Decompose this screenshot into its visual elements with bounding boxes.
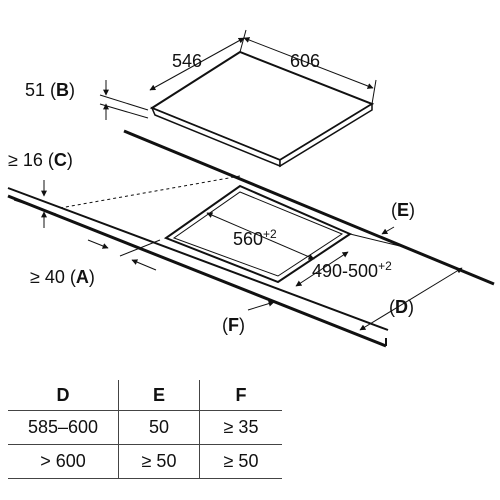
- table-cell-e: 50: [118, 410, 200, 445]
- cutout-width-value: 560: [233, 229, 263, 249]
- paren-open: (: [389, 297, 395, 317]
- label-c-group: ≥ 16(C): [8, 150, 73, 170]
- cutout-depth-label: 490-500+2: [312, 259, 392, 281]
- paren-open: (: [70, 267, 76, 287]
- paren-close: ): [89, 267, 95, 287]
- paren-open: (: [50, 80, 56, 100]
- dimension-table: D E F 585–600 50 ≥ 35 > 600 ≥ 50 ≥ 50: [8, 380, 282, 479]
- label-a-group: ≥ 40(A): [30, 267, 95, 287]
- paren-open: (: [48, 150, 54, 170]
- hob-depth-label: 546: [172, 51, 202, 71]
- table-cell-d: > 600: [8, 444, 119, 479]
- worktop: [7, 129, 495, 348]
- installation-diagram: 546 606 51(B) ≥ 16(C) ≥ 40(A) 560+2 490-…: [7, 29, 495, 348]
- table-cell-d: 585–600: [8, 410, 119, 445]
- table-cell-e: ≥ 50: [118, 444, 200, 479]
- label-c: C: [54, 150, 67, 170]
- label-d: D: [395, 297, 408, 317]
- label-e: E: [397, 200, 409, 220]
- table-header-e: E: [118, 380, 200, 411]
- paren-close: ): [409, 200, 415, 220]
- cutout-width-tolerance: +2: [263, 227, 277, 241]
- label-a: A: [76, 267, 89, 287]
- paren-close: ): [69, 80, 75, 100]
- hob-height-value: 51: [25, 80, 45, 100]
- table-cell-f: ≥ 50: [199, 444, 282, 479]
- hob-width-label: 606: [290, 51, 320, 71]
- label-b: B: [56, 80, 69, 100]
- label-b-group: 51(B): [25, 80, 75, 100]
- table-header-d: D: [56, 384, 70, 405]
- label-f: F: [228, 315, 239, 335]
- cutout-dimension-lines: [13, 180, 463, 331]
- hob-dimension-lines: [99, 29, 377, 120]
- paren-close: ): [239, 315, 245, 335]
- front-distance-min: ≥ 40: [30, 267, 65, 287]
- cutout-width-label: 560+2: [233, 227, 277, 249]
- table-header-row: D E F: [8, 380, 282, 411]
- worktop-thickness-min: ≥ 16: [8, 150, 43, 170]
- table-row: 585–600 50 ≥ 35: [8, 410, 282, 445]
- paren-open: (: [222, 315, 228, 335]
- label-e-group: (E): [391, 200, 415, 220]
- cutout-depth-value: 490-500: [312, 261, 378, 281]
- diagram-labels: 546 606 51(B) ≥ 16(C) ≥ 40(A) 560+2 490-…: [8, 51, 415, 335]
- paren-close: ): [408, 297, 414, 317]
- paren-close: ): [67, 150, 73, 170]
- paren-open: (: [391, 200, 397, 220]
- table-cell-f: ≥ 35: [199, 410, 282, 445]
- cutout-depth-tolerance: +2: [378, 259, 392, 273]
- label-f-group: (F): [222, 315, 245, 335]
- label-d-group: (D): [389, 297, 414, 317]
- table-row: > 600 ≥ 50 ≥ 50: [8, 444, 282, 479]
- table-header-f: F: [199, 380, 282, 411]
